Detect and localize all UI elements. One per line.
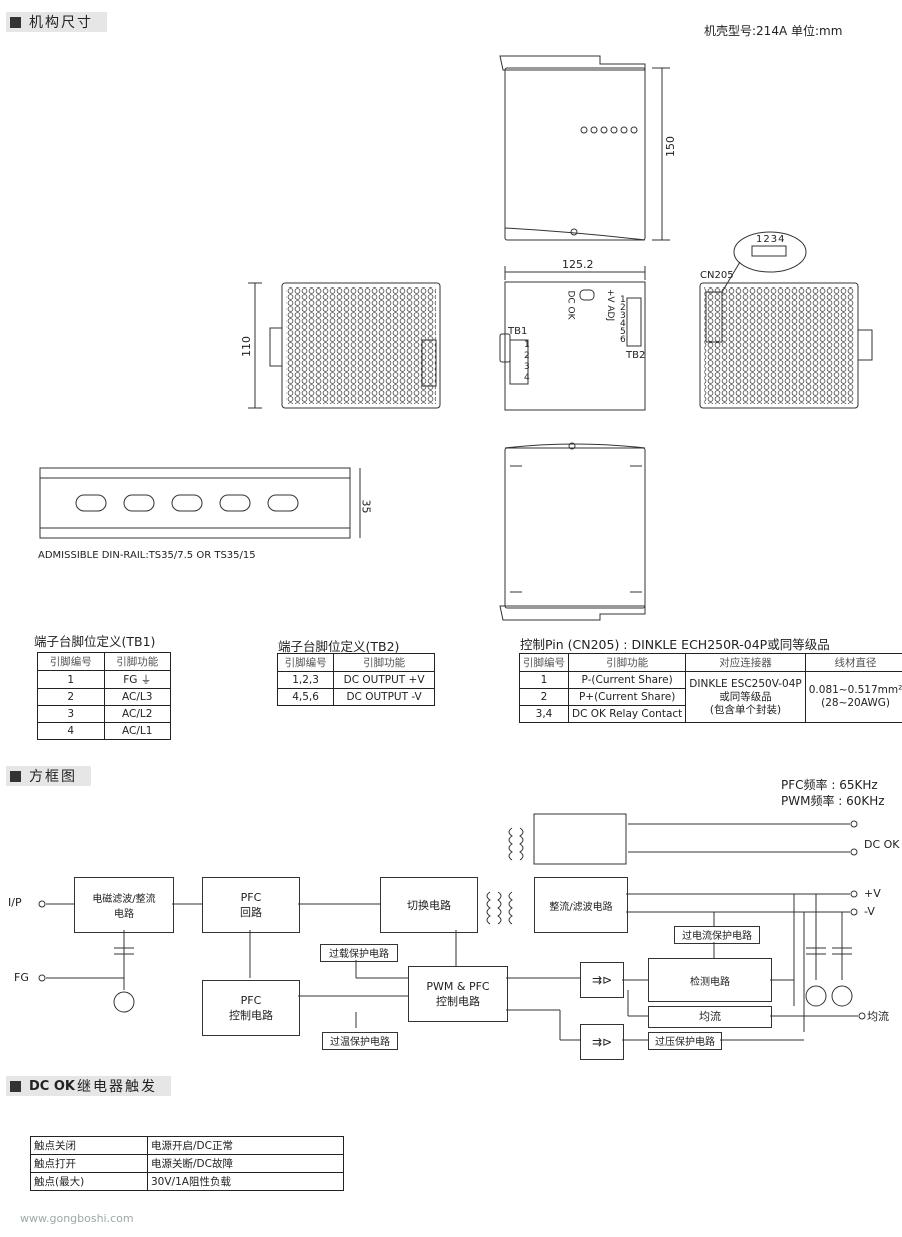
vminus-output: -V [864,905,875,918]
table-row: 触点(最大)30V/1A阻性负载 [30,1172,344,1191]
ocp-block: 过电流保护电路 [674,926,760,944]
left-side-view [248,282,441,409]
cn205-label: CN205 [700,270,734,281]
top-view [499,55,670,241]
cn205-title: 控制Pin (CN205) : DINKLE ECH250R-04P或同等级品 [520,637,830,652]
block-diagram-wiring [38,813,866,1041]
v-adj-mark: +V ADJ [605,288,616,322]
table-row: 触点打开电源关断/DC故障 [30,1154,344,1173]
watermark: www.gongboshi.com [20,1212,134,1225]
optocoupler-2-icon: ⇉⊳ [580,1024,624,1060]
dim-125: 125.2 [562,258,594,271]
case-info: 机壳型号:214A 单位:mm [704,24,843,38]
pfc-freq: PFC频率 : 65KHz [781,778,878,792]
right-side-view [699,231,873,409]
ovp-block: 过压保护电路 [648,1032,722,1050]
otp-block: 过温保护电路 [322,1032,398,1050]
mechanical-drawing [39,55,873,621]
section-header-block: 方框图 [6,766,91,786]
dcok-table: 触点关闭电源开启/DC正常 触点打开电源关断/DC故障 触点(最大)30V/1A… [30,1136,344,1191]
dc-ok-mark: DC OK [565,290,576,320]
dim-35: 35 [359,499,373,514]
cn205-pins: 1234 [756,234,786,245]
vplus-output: +V [864,887,881,900]
tb1-title: 端子台脚位定义(TB1) [34,634,156,649]
square-bullet-icon [10,1080,21,1092]
section-title-suffix: 继电器触发 [76,1079,157,1095]
din-rail [39,467,361,539]
olp-block: 过载保护电路 [320,944,398,962]
tb2-label: TB2 [626,350,646,361]
pwm-freq: PWM频率 : 60KHz [781,794,885,808]
din-rail-note: ADMISSIBLE DIN-RAIL:TS35/7.5 OR TS35/15 [38,550,256,561]
detect-block: 检测电路 [648,958,772,1002]
tb2-title: 端子台脚位定义(TB2) [278,639,400,654]
optocoupler-1-icon: ⇉⊳ [580,962,624,998]
rectifier-block: 整流/滤波电路 [534,877,628,933]
share-output: 均流 [867,1010,889,1023]
tb1-label: TB1 [508,326,528,337]
section-title-prefix: DC OK [29,1078,75,1094]
section-title: 机构尺寸 [29,15,93,31]
square-bullet-icon [10,770,21,782]
fg-label: FG [14,971,29,984]
front-view [499,266,646,411]
bottom-view [499,442,646,621]
section-title: 方框图 [29,769,77,785]
dim-150: 150 [664,136,677,157]
table-row: 触点关闭电源开启/DC正常 [30,1136,344,1155]
switch-block: 切换电路 [380,877,478,933]
section-header-mech: 机构尺寸 [6,12,107,32]
dim-110: 110 [240,336,253,357]
ip-label: I/P [8,896,22,909]
section-header-dcok: DC OK 继电器触发 [6,1076,171,1096]
emi-filter-block: 电磁滤波/整流电路 [74,877,174,933]
square-bullet-icon [10,16,21,28]
current-share-block: 均流 [648,1006,772,1028]
dc-ok-output: DC OK [864,838,900,851]
